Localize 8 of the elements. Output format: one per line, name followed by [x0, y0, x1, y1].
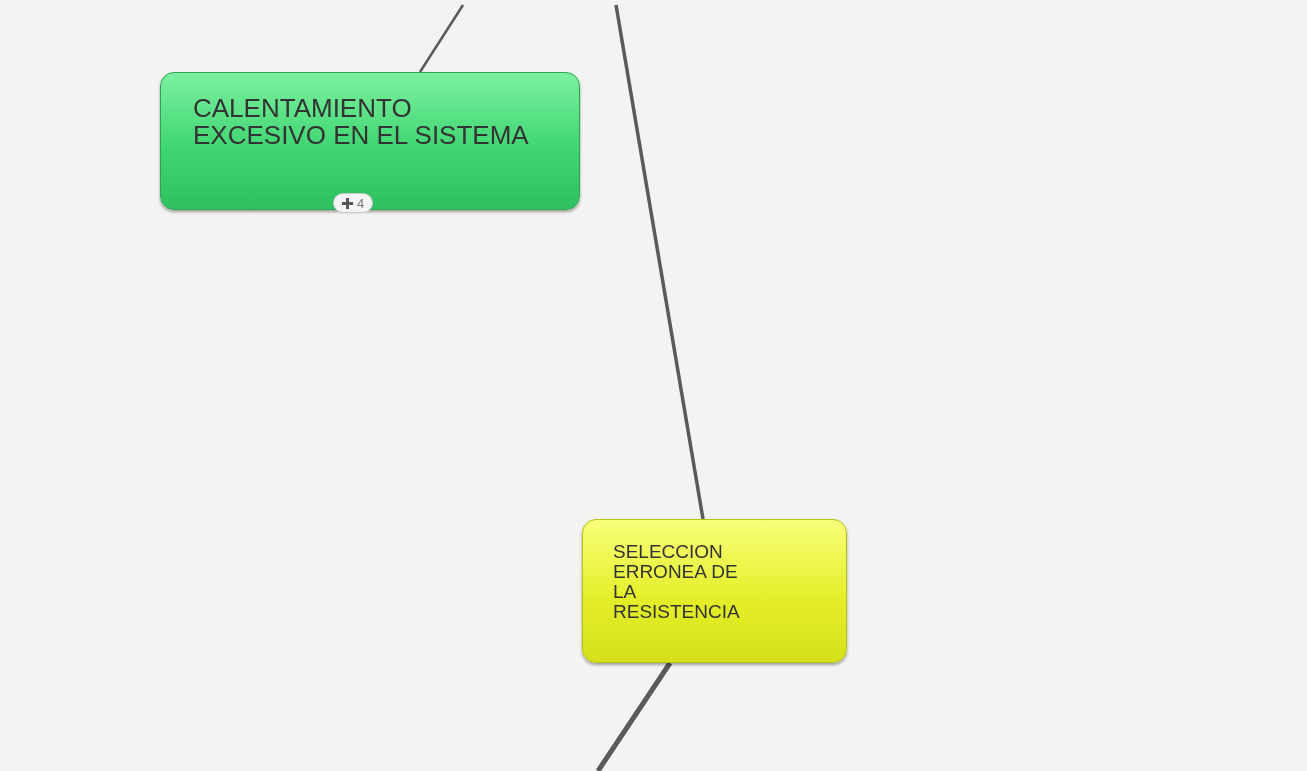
- topic-text: CALENTAMIENTO EXCESIVO EN EL SISTEMA: [193, 95, 530, 150]
- topic-box: [160, 72, 580, 210]
- branch-line: [595, 661, 673, 771]
- expand-badge: 4: [333, 193, 374, 213]
- topic-text: SELECCION ERRONEA DE LA RESISTENCIA: [613, 542, 741, 622]
- topic-box: [582, 519, 847, 663]
- branch-line: [614, 4, 705, 520]
- branch-line: [418, 4, 465, 73]
